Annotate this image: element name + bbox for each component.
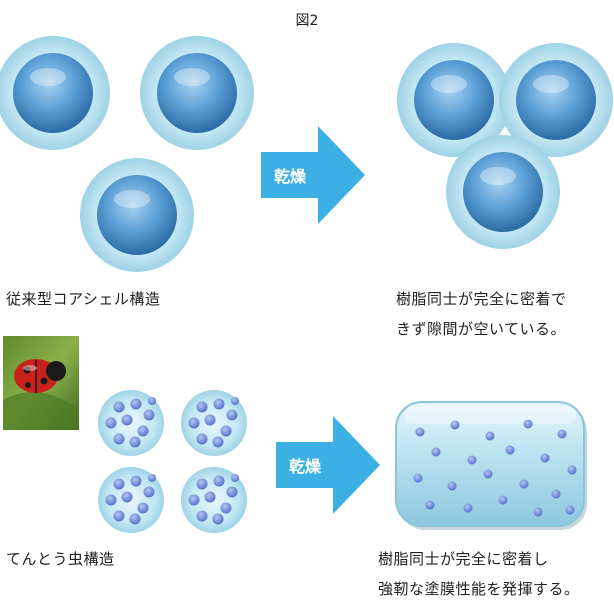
caption-dense-line1: 樹脂同士が完全に密着し: [378, 550, 549, 568]
film-dot: [431, 447, 441, 457]
packed-particle: [397, 43, 511, 157]
ladybug-particle: [181, 467, 247, 533]
drying-arrow: 乾燥: [276, 416, 380, 514]
figure-title: 図2: [295, 13, 319, 29]
arrow-label: 乾燥: [274, 167, 307, 186]
film-dot: [567, 465, 577, 475]
caption-dense-line2: 強靭な塗膜性能を発揮する。: [378, 580, 580, 598]
film-dot: [540, 453, 550, 463]
caption-coreshell: 従来型コアシェル構造: [6, 290, 161, 308]
film-dot: [450, 420, 460, 430]
film-dot: [485, 431, 495, 441]
film-dot: [447, 481, 457, 491]
packed-particle: [446, 135, 560, 249]
film-dot: [523, 419, 533, 429]
coreshell-particle: [140, 36, 254, 150]
film-dot: [413, 473, 423, 483]
film-dot: [498, 495, 508, 505]
film-dot: [565, 505, 575, 515]
film-dot: [425, 500, 435, 510]
arrow-label: 乾燥: [289, 457, 322, 476]
dense-film: [395, 401, 587, 530]
film-dot: [533, 507, 543, 517]
ladybug-particle: [98, 390, 164, 456]
ladybug-particle: [181, 390, 247, 456]
film-dot: [415, 427, 425, 437]
film-dot: [483, 469, 493, 479]
film-dot: [557, 429, 567, 439]
ladybug-particle: [98, 467, 164, 533]
packed-particle: [499, 43, 613, 157]
film-dot: [467, 455, 477, 465]
caption-ladybug: てんとう虫構造: [6, 550, 115, 568]
film-dot: [505, 445, 515, 455]
coreshell-particle: [0, 36, 110, 150]
film-dot: [463, 503, 473, 513]
caption-gap-line1: 樹脂同士が完全に密着で: [396, 290, 567, 308]
caption-gap-line2: きず隙間が空いている。: [396, 320, 567, 338]
film-dot: [551, 489, 561, 499]
ladybug-photo-icon: [3, 336, 79, 430]
drying-arrow: 乾燥: [261, 126, 365, 224]
film-dot: [519, 479, 529, 489]
coreshell-particle: [80, 158, 194, 272]
